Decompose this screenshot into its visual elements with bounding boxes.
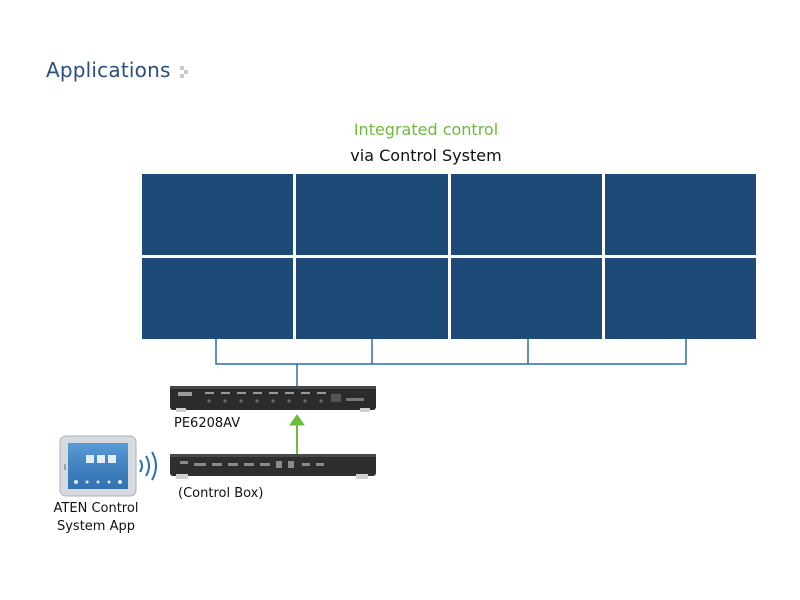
section-title: Applications: [46, 58, 171, 82]
pe6208av-device: [170, 386, 376, 412]
display-panel: [604, 174, 756, 255]
caption-integrated-control: Integrated control: [353, 120, 499, 139]
display-panel: [142, 174, 294, 255]
display-panel: [142, 258, 294, 339]
display-panel: [604, 258, 756, 339]
control-box-device: [170, 454, 376, 479]
app-label: ATEN Control System App: [44, 500, 148, 536]
display-panel: [296, 174, 448, 255]
wireless-signal-icon: [139, 451, 157, 481]
display-panel: [450, 174, 602, 255]
control-arrow: [289, 414, 305, 454]
app-label-line2: System App: [56, 519, 135, 534]
display-panel: [450, 258, 602, 339]
wall-connector-lines: [215, 339, 687, 386]
app-label-line1: ATEN Control: [53, 501, 139, 516]
video-wall: [142, 174, 756, 339]
control-box-label: (Control Box): [178, 486, 264, 501]
caption-via-control-system: via Control System: [350, 146, 502, 165]
display-panel: [296, 258, 448, 339]
tablet-app-icon: [59, 435, 137, 497]
section-arrow-icon: [180, 66, 188, 78]
pe6208av-label: PE6208AV: [174, 416, 241, 431]
